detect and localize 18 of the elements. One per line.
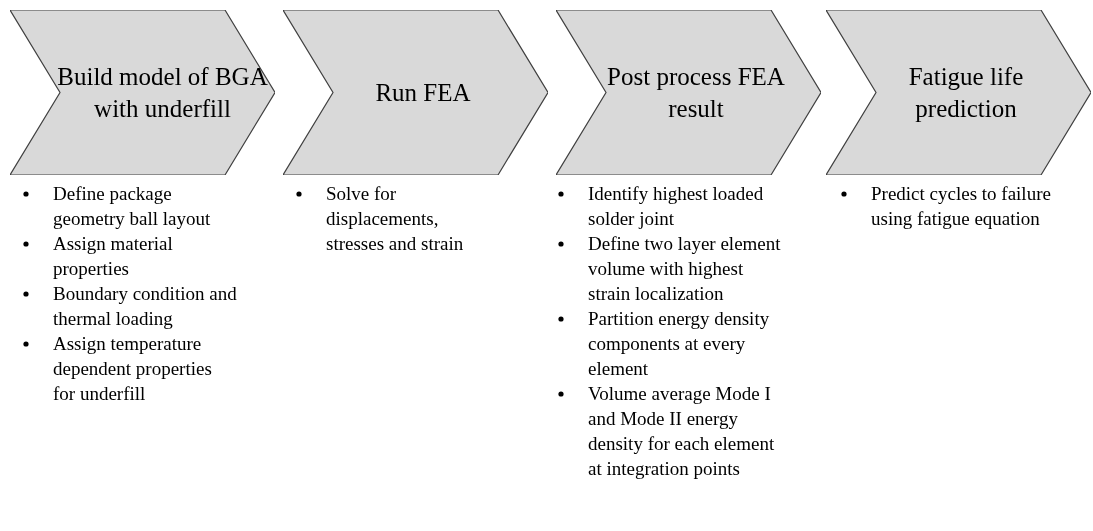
step-title: Fatigue life prediction [907, 61, 1025, 124]
bullet-text: Predict cycles to failure using fatigue equation [871, 183, 1051, 229]
step-title: Post process FEA result [606, 61, 786, 124]
process-step-banner [556, 10, 821, 175]
bullet-text: Boundary condition and thermal loading [53, 283, 237, 329]
bullet-text: Identify highest loaded solder joint [588, 183, 764, 229]
bullet-text: Partition energy density components at every element [588, 308, 770, 379]
bullet-text: Assign material properties [53, 233, 173, 279]
bullet-text: Solve for displacements, stresses and strain [326, 183, 464, 254]
bullet-text: Define two layer element volume with highest strain localization [588, 233, 781, 304]
process-step-banner [10, 10, 275, 175]
bullet-text: Assign temperature dependent properties for underfill [53, 333, 212, 404]
step-title: Build model of BGA with underfill [56, 61, 269, 124]
bullet-text: Volume average Mode I and Mode II energy density for each element at integration points [588, 383, 775, 479]
process-step-banner [826, 10, 1091, 175]
bullet-text: Define package geometry ball layout [53, 183, 211, 229]
process-step-banner [283, 10, 548, 175]
step-title: Run FEA [375, 77, 471, 108]
